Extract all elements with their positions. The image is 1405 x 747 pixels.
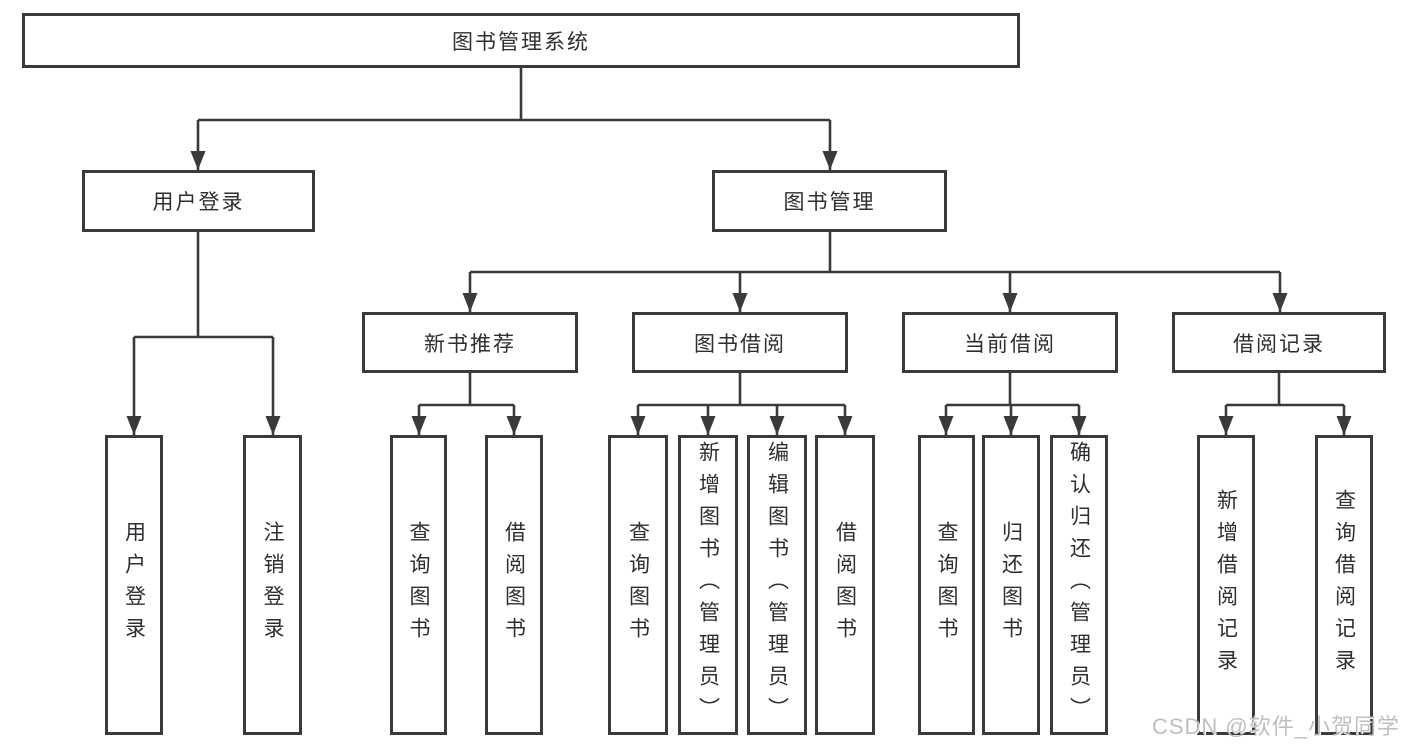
node-label: 注销登录 [261,521,285,649]
node-leaf-add-books-admin: 新增图书（管理员） [678,435,738,735]
node-label: 编辑图书（管理员） [765,441,789,729]
connector-new-rec-children [417,373,516,435]
node-leaf-return-books: 归还图书 [982,435,1040,735]
node-user-login: 用户登录 [82,170,315,232]
arrowhead-icon [1071,416,1087,435]
arrowhead-icon [1218,416,1234,435]
arrowhead-icon [462,293,478,312]
arrowhead-icon [126,416,142,435]
connector-user-login-children [132,232,275,435]
arrowhead-icon [1003,416,1019,435]
node-leaf-confirm-return-admin: 确认归还（管理员） [1050,435,1108,735]
connector-root-to-level2 [196,68,832,170]
connector-borrowing-children [636,373,847,435]
arrowhead-icon [938,416,954,435]
node-borrowing-records: 借阅记录 [1172,312,1386,373]
node-label: 新增图书（管理员） [696,441,720,729]
node-label: 查询借阅记录 [1332,489,1356,681]
node-label: 新书推荐 [424,332,516,356]
arrowhead-icon [506,416,522,435]
node-label: 查询图书 [935,521,959,649]
node-leaf-logout: 注销登录 [243,435,302,735]
arrowheads [126,151,1352,435]
node-label: 当前借阅 [964,332,1056,356]
node-label: 借阅记录 [1233,332,1325,356]
node-label: 用户登录 [122,521,146,649]
node-label: 归还图书 [999,521,1023,649]
arrowhead-icon [700,416,716,435]
arrowhead-icon [190,151,206,170]
arrowhead-icon [265,416,281,435]
node-book-management: 图书管理 [712,170,947,232]
node-label: 用户登录 [152,191,245,214]
node-leaf-borrow-books-borrowing: 借阅图书 [815,435,875,735]
arrowhead-icon [1336,416,1352,435]
node-label: 查询图书 [626,521,650,649]
arrowhead-icon [411,416,427,435]
node-label: 新增借阅记录 [1214,489,1238,681]
arrowhead-icon [1272,293,1288,312]
node-leaf-query-borrow-record: 查询借阅记录 [1315,435,1373,735]
arrowhead-icon [769,416,785,435]
node-leaf-query-books-recommend: 查询图书 [390,435,447,735]
arrowhead-icon [822,151,838,170]
node-label: 图书管理系统 [452,30,590,54]
arrowhead-icon [837,416,853,435]
node-label: 图书借阅 [694,332,786,356]
node-label: 图书管理 [783,191,876,214]
node-label: 借阅图书 [502,521,526,649]
node-label: 借阅图书 [833,521,857,649]
node-leaf-query-books-current: 查询图书 [918,435,975,735]
node-library-management-system: 图书管理系统 [22,13,1020,68]
node-label: 确认归还（管理员） [1067,441,1091,729]
connector-book-mgmt-children [468,232,1282,312]
node-leaf-user-login: 用户登录 [105,435,163,735]
node-leaf-query-books-borrowing: 查询图书 [608,435,668,735]
node-leaf-borrow-books-recommend: 借阅图书 [485,435,543,735]
node-new-book-recommendation: 新书推荐 [362,312,578,373]
arrowhead-icon [1002,293,1018,312]
arrowhead-icon [630,416,646,435]
node-leaf-edit-books-admin: 编辑图书（管理员） [747,435,807,735]
node-leaf-add-borrow-record: 新增借阅记录 [1197,435,1255,735]
arrowhead-icon [732,293,748,312]
node-book-borrowing: 图书借阅 [632,312,848,373]
node-current-borrowing: 当前借阅 [902,312,1118,373]
connector-records-children [1224,373,1346,435]
node-label: 查询图书 [407,521,431,649]
